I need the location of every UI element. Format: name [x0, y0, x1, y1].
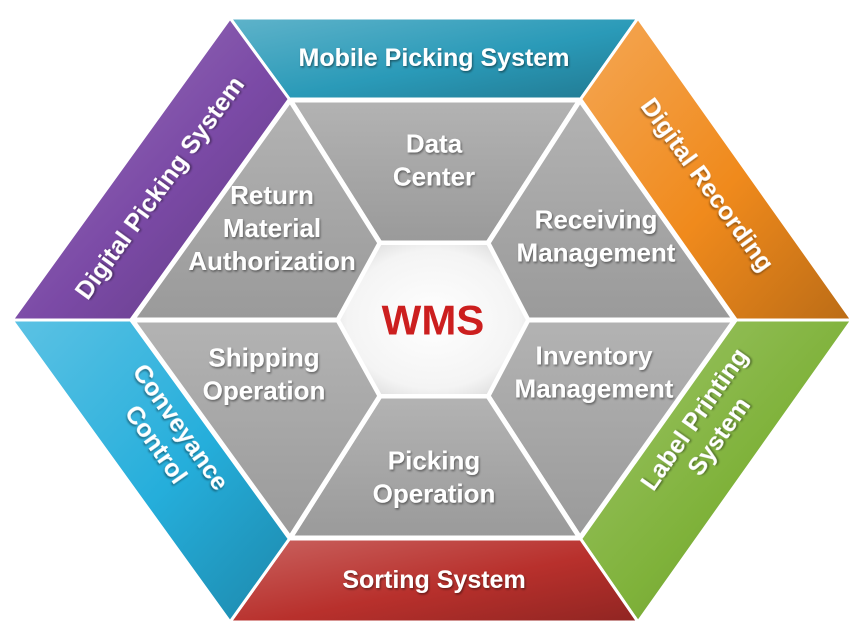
inner-label-receiving-management: Receiving [535, 205, 658, 235]
inner-label-data-center: Center [393, 162, 475, 192]
inner-label-return-material-authorization: Authorization [188, 246, 356, 276]
inner-label-data-center: Data [406, 129, 463, 159]
inner-label-return-material-authorization: Material [223, 213, 321, 243]
inner-label-return-material-authorization: Return [230, 180, 314, 210]
inner-label-inventory-management: Inventory [535, 341, 653, 371]
outer-segment-mobile-picking-system: Mobile Picking System [227, 16, 641, 102]
outer-label-sorting-system: Sorting System [342, 566, 525, 594]
inner-label-inventory-management: Management [515, 374, 674, 404]
outer-segment-sorting-system: Sorting System [227, 536, 641, 624]
inner-label-receiving-management: Management [517, 238, 676, 268]
center-hub: WMS [335, 241, 531, 398]
inner-label-shipping-operation: Shipping [208, 343, 319, 373]
inner-label-picking-operation: Picking [388, 446, 480, 476]
outer-label-mobile-picking-system: Mobile Picking System [299, 44, 570, 72]
inner-label-shipping-operation: Operation [203, 376, 326, 406]
inner-label-picking-operation: Operation [373, 479, 496, 509]
center-hexagon [335, 241, 531, 398]
center-label: WMS [382, 297, 485, 344]
